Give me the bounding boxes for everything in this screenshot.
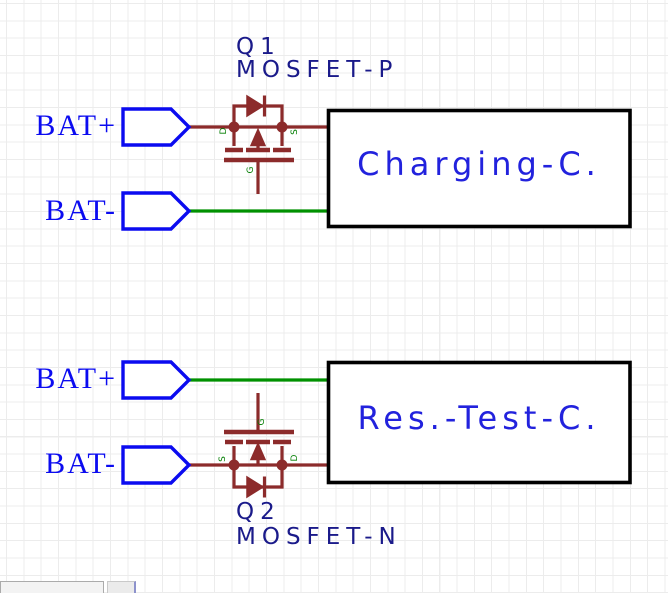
netflag-label-batplus-top[interactable]: BAT+ <box>35 109 117 142</box>
netflag-batminus-top[interactable] <box>121 191 192 231</box>
charging-block-outline[interactable] <box>326 108 632 229</box>
restest-block-label[interactable]: Res.-Test-C. <box>357 399 601 437</box>
netflag-batplus-bottom[interactable] <box>121 360 192 400</box>
q1-body-diode-triangle[interactable] <box>246 94 265 118</box>
footer-input-fragment[interactable] <box>0 581 104 593</box>
q2-substrate-arrow[interactable] <box>249 441 267 461</box>
q2-body-diode-triangle[interactable] <box>246 475 265 499</box>
footer-button-fragment[interactable] <box>107 581 136 593</box>
q2-part-value[interactable]: MOSFET-N <box>236 524 402 550</box>
restest-block-outline[interactable] <box>326 360 632 485</box>
q2-junction-dot-left[interactable] <box>228 459 240 471</box>
q2-nmosfet-symbol[interactable] <box>224 393 294 499</box>
q1-part-value[interactable]: MOSFET-P <box>236 57 399 83</box>
q1-designator[interactable]: Q1 <box>236 34 281 60</box>
q2-pin-label-left: S <box>218 456 228 462</box>
netflag-label-batminus-top[interactable]: BAT- <box>45 194 117 227</box>
netflag-label-batplus-bottom[interactable]: BAT+ <box>35 362 117 395</box>
q1-junction-dot-right[interactable] <box>276 121 288 133</box>
q1-substrate-arrow[interactable] <box>249 127 267 147</box>
q2-pin-label-gate: G <box>257 418 267 426</box>
q1-junction-dot-left[interactable] <box>228 121 240 133</box>
q1-pin-label-right: S <box>290 129 300 135</box>
q2-designator[interactable]: Q2 <box>236 499 281 525</box>
netflag-batminus-bottom[interactable] <box>121 445 192 485</box>
q1-pin-label-gate: G <box>246 166 256 174</box>
q2-junction-dot-right[interactable] <box>276 459 288 471</box>
q1-pmosfet-symbol[interactable] <box>224 94 294 195</box>
netflag-batplus-top[interactable] <box>121 107 192 147</box>
netflag-label-batminus-bottom[interactable]: BAT- <box>45 447 117 480</box>
charging-block-label[interactable]: Charging-C. <box>357 145 601 183</box>
q1-pin-label-left: D <box>219 127 229 135</box>
q2-pin-label-right: D <box>290 454 300 462</box>
